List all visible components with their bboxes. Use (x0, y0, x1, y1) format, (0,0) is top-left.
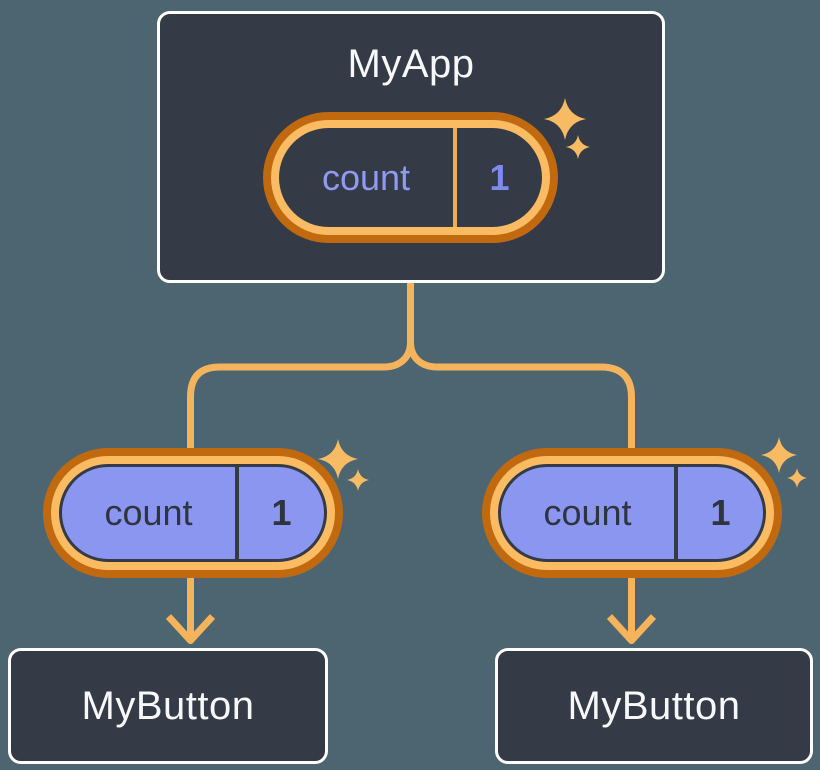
node-mybutton-left-label: MyButton (81, 683, 255, 728)
arrow-down-icon (606, 614, 657, 644)
prop-name: count (104, 492, 193, 533)
state-pill-root: count 1 (263, 112, 558, 243)
node-myapp-label: MyApp (347, 42, 475, 86)
pill-divider (453, 128, 457, 227)
node-myapp: MyApp count 1 (157, 11, 665, 283)
prop-name: count (543, 492, 632, 533)
pill-divider (235, 467, 239, 559)
node-mybutton-right: MyButton (495, 648, 813, 764)
node-mybutton-right-label: MyButton (567, 683, 741, 728)
prop-pill-left: count 1 (43, 448, 343, 578)
arrow-down-icon (165, 614, 216, 644)
prop-pill-left-body: count 1 (59, 464, 327, 562)
state-value: 1 (489, 156, 510, 198)
state-pill-root-body: count 1 (279, 128, 542, 227)
prop-pill-right-body: count 1 (498, 464, 766, 562)
node-mybutton-left: MyButton (8, 648, 328, 764)
connector-right-branch (407, 282, 635, 638)
prop-value: 1 (271, 492, 292, 533)
prop-pill-right: count 1 (482, 448, 782, 578)
state-name: count (321, 156, 411, 198)
prop-value: 1 (710, 492, 731, 533)
pill-divider (674, 467, 678, 559)
